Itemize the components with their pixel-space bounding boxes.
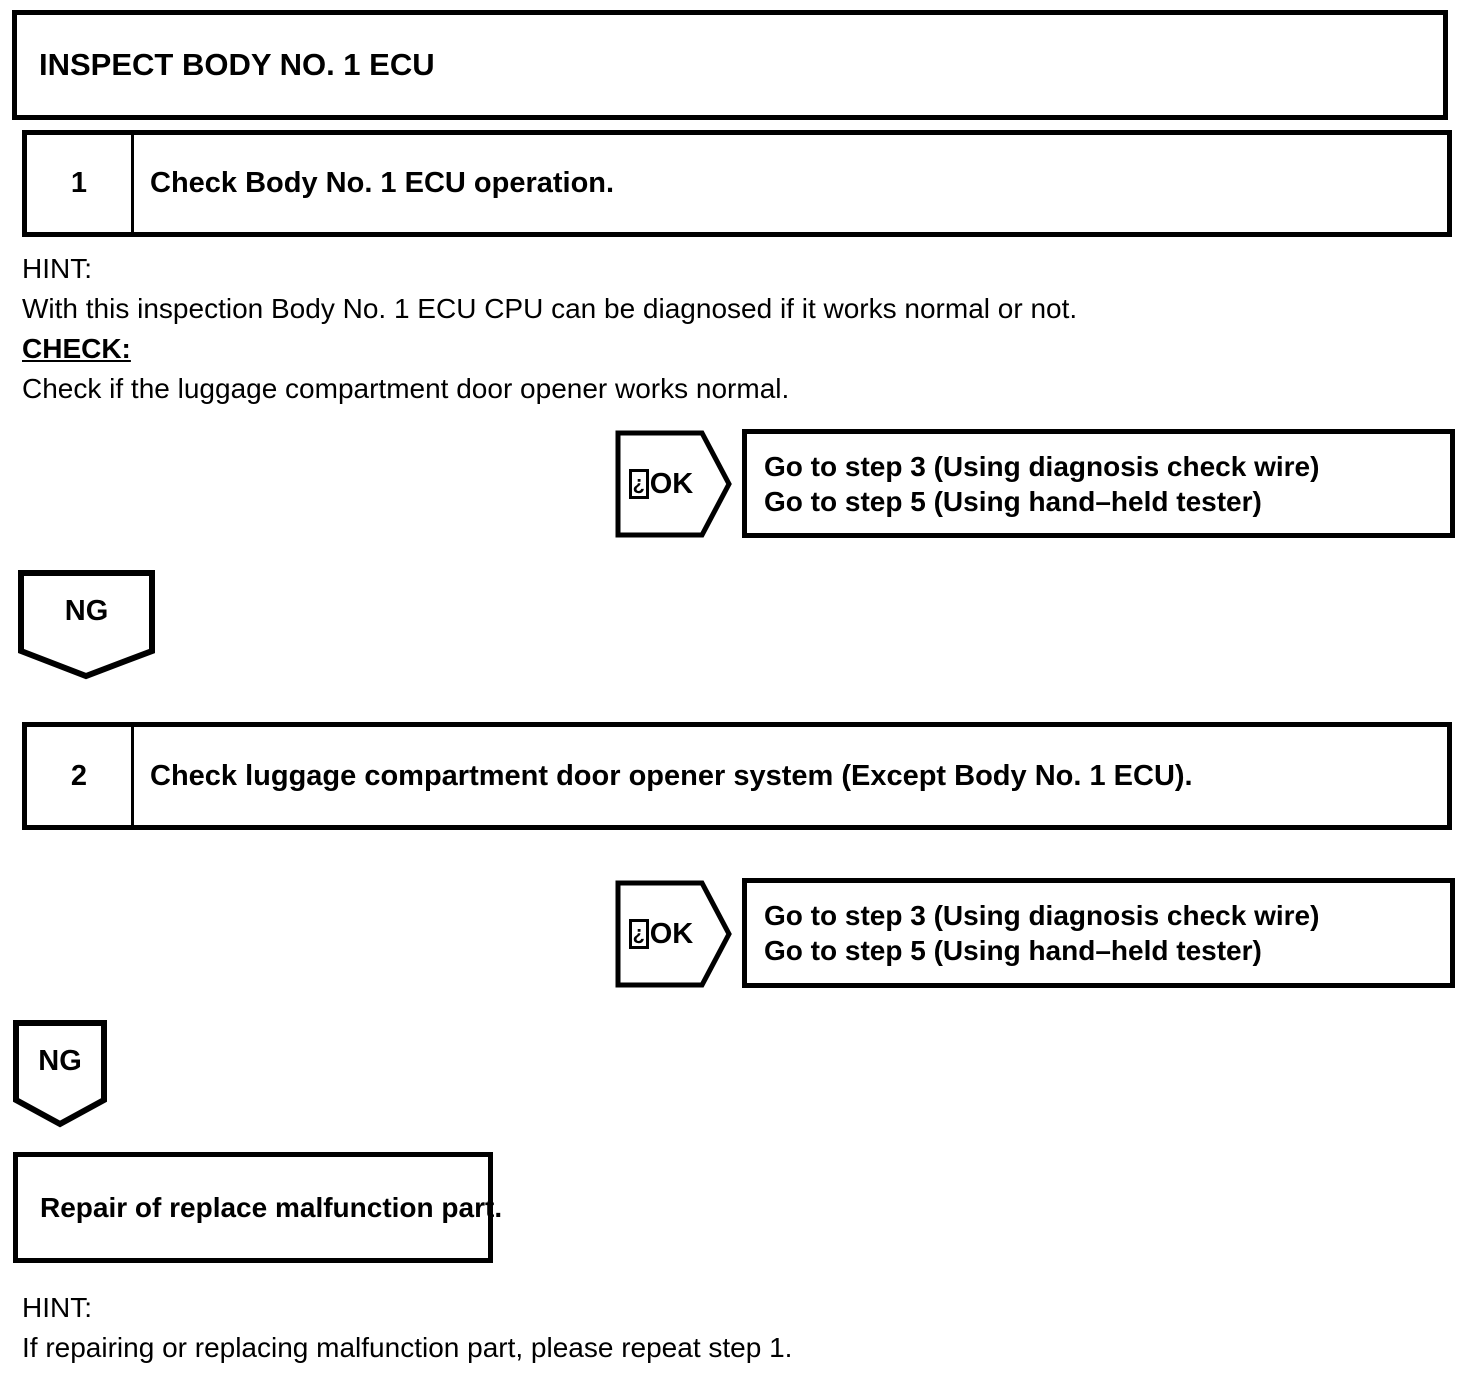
step-number: 2 (70, 759, 88, 792)
step-number-cell: 2 (27, 727, 134, 825)
ng-label: NG (64, 594, 109, 627)
result-line-1: Go to step 3 (Using diagnosis check wire… (764, 450, 1320, 482)
step-2-box: 2 Check luggage compartment door opener … (22, 722, 1452, 830)
result-box-1: Go to step 3 (Using diagnosis check wire… (742, 429, 1455, 538)
hint-check-block: HINT: With this inspection Body No. 1 EC… (22, 249, 1077, 409)
ng-flag-icon (13, 1020, 107, 1128)
hint-label: HINT: (22, 253, 92, 284)
check-text: Check if the luggage compartment door op… (22, 373, 790, 404)
ng-flag-icon (18, 570, 155, 680)
title-box: INSPECT BODY NO. 1 ECU (12, 10, 1448, 120)
hint-label: HINT: (22, 1292, 92, 1323)
unknown-glyph-icon: ¿ (628, 469, 649, 499)
step-number: 1 (70, 167, 88, 199)
result-line-2: Go to step 5 (Using hand–held tester) (764, 935, 1262, 966)
result-line-1: Go to step 3 (Using diagnosis check wire… (764, 900, 1320, 931)
ok-label: OK (649, 467, 694, 500)
ok-arrow-icon (615, 880, 732, 988)
step-1-box: 1 Check Body No. 1 ECU operation. (22, 130, 1452, 237)
bottom-hint-block: HINT: If repairing or replacing malfunct… (22, 1288, 792, 1368)
ok-label: OK (649, 917, 694, 950)
hint-text: If repairing or replacing malfunction pa… (22, 1332, 793, 1363)
ng-label: NG (38, 1044, 82, 1077)
result-line-2: Go to step 5 (Using hand–held tester) (764, 485, 1262, 517)
result-box-2: Go to step 3 (Using diagnosis check wire… (742, 878, 1455, 988)
step-title: Check Body No. 1 ECU operation. (150, 167, 615, 199)
check-label: CHECK: (22, 333, 131, 364)
ok-arrow-2: ¿OK (615, 880, 732, 988)
ng-flag-1: NG (18, 570, 155, 682)
repair-text: Repair of replace malfunction part. (40, 1191, 503, 1223)
repair-box: Repair of replace malfunction part. (13, 1152, 502, 1263)
page-title: INSPECT BODY NO. 1 ECU (39, 47, 435, 82)
ok-arrow-icon (615, 430, 732, 538)
step-title: Check luggage compartment door opener sy… (150, 759, 1193, 792)
hint-text: With this inspection Body No. 1 ECU CPU … (22, 293, 1078, 324)
ok-arrow-1: ¿OK (615, 430, 732, 538)
ng-flag-2: NG (13, 1020, 107, 1130)
step-number-cell: 1 (27, 135, 134, 232)
ok-label-group: ¿OK (615, 880, 707, 988)
ok-label-group: ¿OK (615, 430, 707, 538)
unknown-glyph-icon: ¿ (628, 919, 649, 949)
